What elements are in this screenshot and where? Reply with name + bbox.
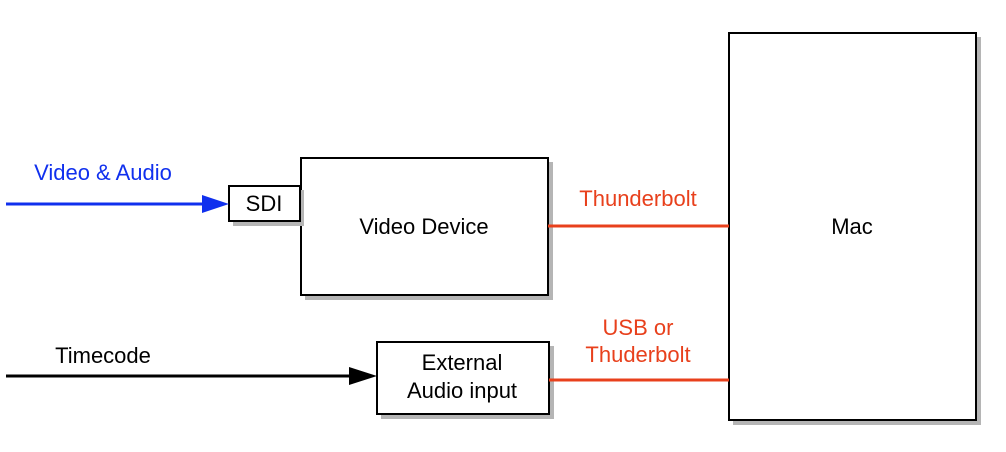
video-audio-arrowhead <box>202 195 229 213</box>
external-audio-node: External Audio input <box>376 341 554 419</box>
timecode-edge: Timecode <box>6 343 377 385</box>
usb-thunderbolt-label-line2: Thuderbolt <box>585 342 690 367</box>
video-device-node: Video Device <box>300 157 553 300</box>
video-audio-edge: Video & Audio <box>6 160 229 213</box>
usb-thunderbolt-edge: USB or Thuderbolt <box>549 315 729 382</box>
sdi-label: SDI <box>246 191 283 216</box>
video-audio-label: Video & Audio <box>34 160 172 185</box>
external-audio-label-line2: Audio input <box>407 378 517 403</box>
mac-node: Mac <box>728 32 981 425</box>
timecode-label: Timecode <box>55 343 151 368</box>
sdi-port-node: SDI <box>228 185 304 226</box>
thunderbolt-label: Thunderbolt <box>579 186 696 211</box>
mac-label: Mac <box>831 214 873 239</box>
timecode-arrowhead <box>349 367 377 385</box>
external-audio-label-line1: External <box>422 350 503 375</box>
thunderbolt-edge: Thunderbolt <box>548 186 729 228</box>
video-device-label: Video Device <box>359 214 488 239</box>
usb-thunderbolt-label-line1: USB or <box>603 315 674 340</box>
